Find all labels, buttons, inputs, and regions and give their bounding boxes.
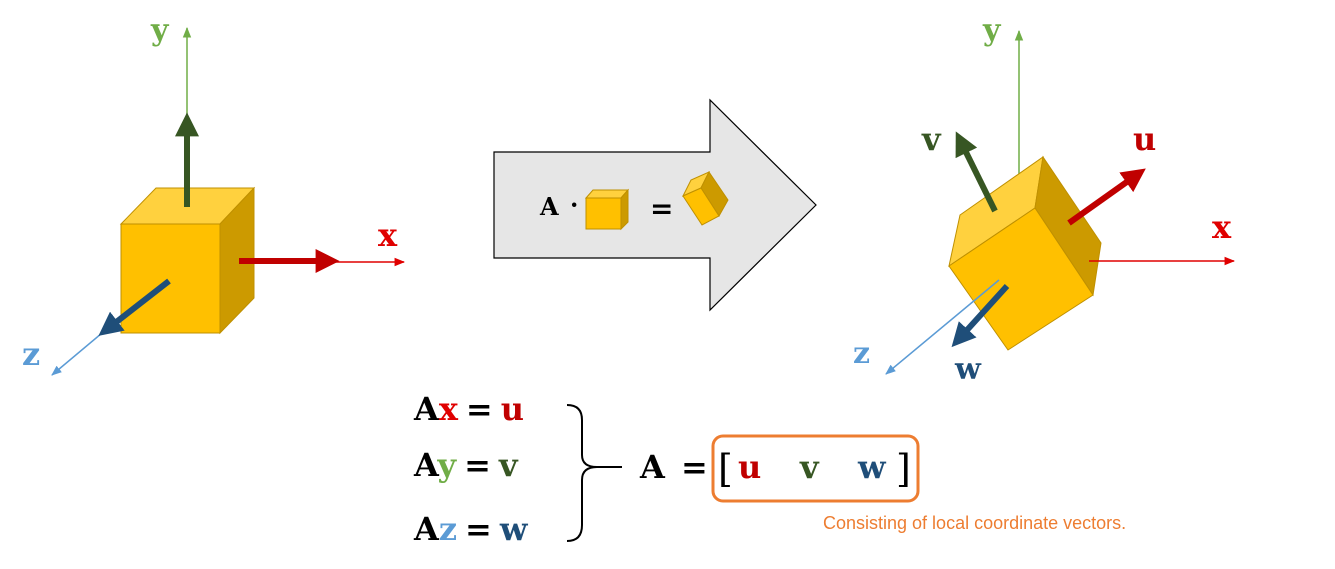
eq3-equals: =	[465, 510, 492, 548]
right-z-axis-label: z	[853, 336, 870, 371]
matrix-open-bracket: [	[718, 447, 733, 491]
matrix-close-bracket: ]	[896, 447, 911, 491]
eq1-matrix: A	[413, 390, 440, 428]
eq1-vector: x	[439, 390, 459, 428]
transform-matrix-label: A	[539, 192, 559, 221]
right-u-vector-arrow	[1067, 168, 1146, 226]
matrix-highlight-box	[711, 434, 920, 503]
right-x-axis-label: x	[1212, 208, 1232, 246]
left-x-axis-label: x	[378, 216, 398, 254]
eq2-equals: =	[464, 446, 491, 484]
eq2-result: v	[498, 446, 519, 484]
transform-equals-sign: =	[650, 192, 673, 225]
small-cube-icon	[584, 188, 630, 231]
left-z-axis-label: z	[22, 335, 40, 373]
eq1-result: u	[501, 390, 524, 428]
right-v-vector-label: v	[921, 120, 942, 158]
right-v-vector-arrow	[955, 131, 998, 213]
left-y-axis-label: y	[150, 13, 170, 48]
transformation-arrow: A · =	[493, 98, 817, 312]
matrix-caption: Consisting of local coordinate vectors.	[823, 513, 1126, 533]
matrix-column-v: v	[799, 448, 820, 486]
eq3-matrix: A	[413, 510, 440, 548]
equation-system: Ax=u Ay=v Az=w A = [ u v w ] Consisting …	[413, 390, 1126, 548]
matrix-column-u: u	[738, 448, 761, 486]
left-cube	[119, 186, 256, 335]
equation-1: Ax=u	[413, 390, 524, 428]
eq2-vector: y	[437, 446, 458, 484]
matrix-definition-equals: =	[681, 448, 708, 486]
matrix-column-w: w	[857, 448, 887, 486]
transformation-arrow-shape	[493, 98, 817, 312]
right-w-vector-label: w	[954, 352, 982, 387]
equation-3: Az=w	[413, 510, 529, 548]
right-coordinate-frame: y v u x z w	[853, 13, 1236, 387]
right-y-axis-label: y	[982, 13, 1002, 48]
right-u-vector-label: u	[1133, 120, 1156, 158]
right-z-axis-line	[885, 279, 1000, 375]
eq3-result: w	[499, 510, 529, 548]
left-z-basis-arrow	[98, 278, 171, 336]
small-rotated-cube-icon	[681, 170, 729, 226]
right-w-vector-arrow	[951, 283, 1010, 348]
eq2-matrix: A	[413, 446, 440, 484]
eq3-vector: z	[439, 510, 457, 548]
equation-2: Ay=v	[413, 446, 519, 484]
matrix-definition-lhs: A	[639, 448, 666, 486]
left-cube-front-face	[120, 223, 221, 334]
eq1-equals: =	[466, 390, 493, 428]
curly-brace	[566, 404, 598, 542]
transform-dot-operator: ·	[570, 190, 578, 219]
left-coordinate-frame: y x z	[22, 13, 406, 376]
